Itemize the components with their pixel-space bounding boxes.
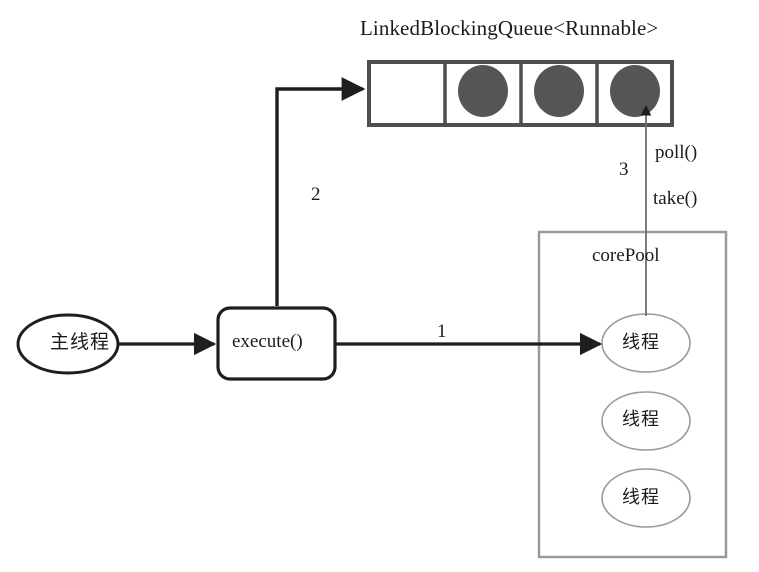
main-thread-label: 主线程: [50, 331, 111, 353]
take-annotation: take(): [653, 188, 698, 209]
execute-label: execute(): [232, 331, 303, 352]
core-pool-container: [537, 230, 728, 559]
edge-label-1: 1: [437, 321, 447, 342]
edge-2-execute-to-queue: [275, 77, 366, 306]
execute-box: [216, 306, 337, 381]
queue-container: [367, 60, 674, 127]
queue-task-circle-1: [458, 65, 508, 117]
queue-task-circle-2: [534, 65, 584, 117]
thread-ellipse-1: [601, 391, 691, 451]
core-pool-label: corePool: [592, 245, 660, 266]
thread-label-0: 线程: [622, 332, 660, 353]
edge-label-3: 3: [619, 159, 629, 180]
thread-label-1: 线程: [622, 409, 660, 430]
poll-annotation: poll(): [655, 142, 698, 163]
edge-label-2: 2: [311, 184, 321, 205]
main-thread-ellipse: [16, 313, 120, 375]
queue-title: LinkedBlockingQueue<Runnable>: [360, 16, 659, 40]
thread-label-2: 线程: [622, 487, 660, 508]
queue-task-circle-3: [610, 65, 660, 117]
thread-ellipse-2: [601, 468, 691, 528]
